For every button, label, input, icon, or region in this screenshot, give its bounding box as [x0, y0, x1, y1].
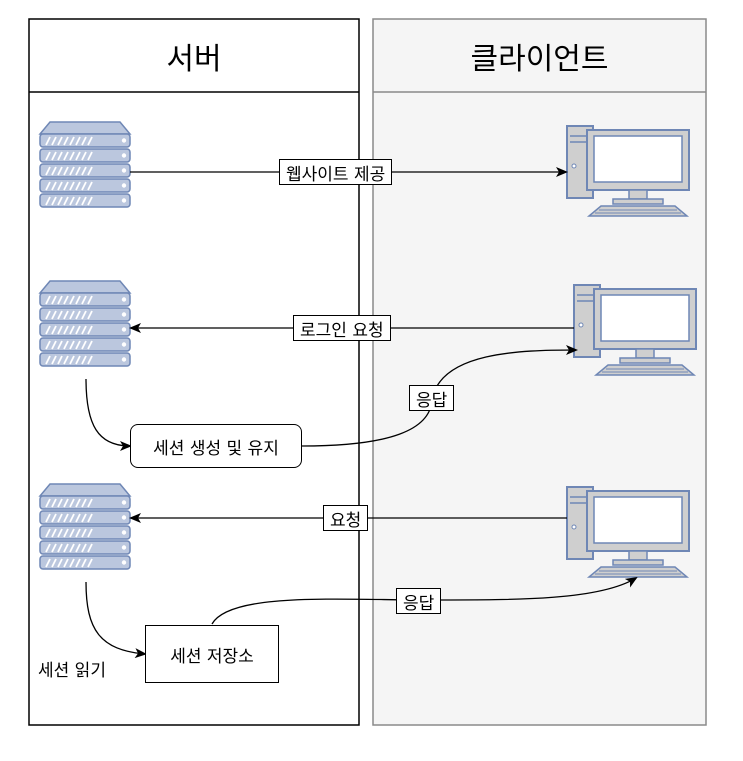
session-store-node: 세션 저장소	[145, 625, 279, 683]
edge-server-to-session-create	[85, 378, 132, 451]
edge-server-to-session-store	[85, 581, 147, 659]
edge-label-response-2: 응답	[396, 588, 442, 614]
client-lane-title: 클라이언트	[470, 41, 609, 77]
edge-label-web-service: 웹사이트 제공	[279, 159, 393, 185]
edge-label-response-1: 응답	[409, 385, 455, 411]
edge-label-login-request: 로그인 요청	[293, 315, 391, 341]
session-read-label: 세션 읽기	[38, 661, 106, 681]
server-icon-web	[39, 121, 131, 208]
server-icon-request	[39, 483, 131, 570]
edge-label-request: 요청	[323, 505, 369, 531]
server-lane-title: 서버	[166, 41, 222, 77]
session-create-node: 세션 생성 및 유지	[130, 424, 302, 468]
server-icon-login	[39, 280, 131, 367]
